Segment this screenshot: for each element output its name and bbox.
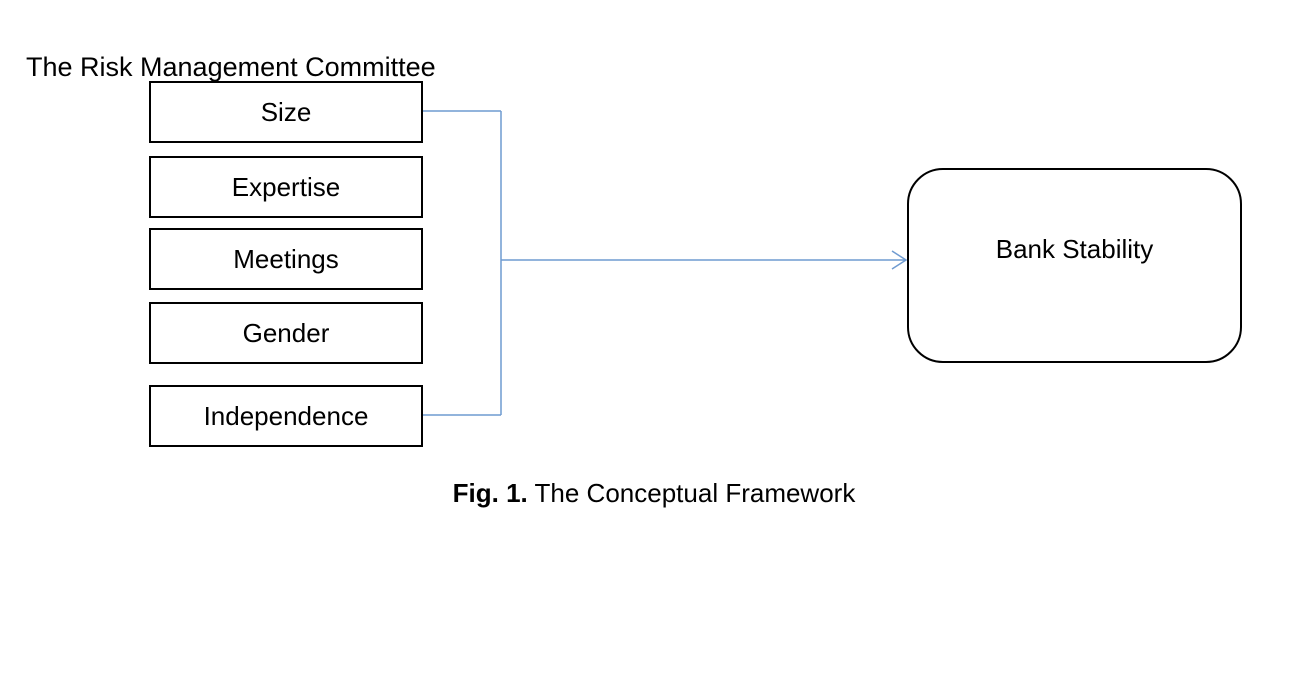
variable-box-gender: Gender: [149, 302, 423, 364]
arrowhead-icon: [891, 250, 908, 270]
variable-label-expertise: Expertise: [231, 171, 341, 202]
variable-box-independence: Independence: [149, 385, 423, 447]
variable-label-meetings: Meetings: [233, 243, 339, 274]
variable-label-independence: Independence: [203, 400, 369, 431]
outcome-box-bank-stability: Bank Stability: [907, 168, 1242, 363]
variable-label-gender: Gender: [242, 317, 330, 348]
variable-box-expertise: Expertise: [149, 156, 423, 218]
figure-number: Fig. 1.: [452, 478, 528, 508]
figure-caption-text: The Conceptual Framework: [534, 478, 856, 508]
variable-box-meetings: Meetings: [149, 228, 423, 290]
outcome-label: Bank Stability: [995, 234, 1154, 264]
variable-label-size: Size: [260, 96, 312, 127]
figure-caption: Fig. 1. The Conceptual Framework: [0, 478, 1308, 509]
variable-box-size: Size: [149, 81, 423, 143]
group-title: The Risk Management Committee: [26, 52, 436, 82]
